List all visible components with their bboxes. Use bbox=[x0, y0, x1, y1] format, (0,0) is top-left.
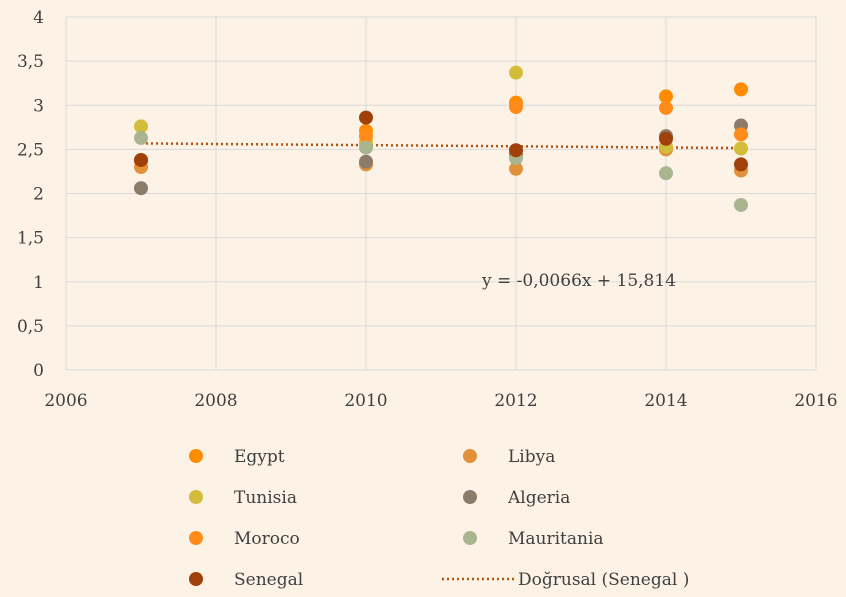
point-mauritania-0 bbox=[134, 130, 148, 145]
data-points bbox=[134, 65, 748, 212]
y-tick-label-6: 3 bbox=[33, 96, 44, 116]
point-senegal-3 bbox=[659, 131, 673, 146]
y-tick-label-8: 4 bbox=[33, 8, 44, 28]
legend-marker-egypt bbox=[189, 449, 203, 463]
point-moroco-3 bbox=[659, 100, 673, 115]
point-egypt-4 bbox=[734, 82, 748, 97]
y-tick-label-2: 1 bbox=[33, 273, 44, 293]
point-libya-2 bbox=[509, 161, 523, 176]
legend-label-tunisia: Tunisia bbox=[234, 488, 297, 508]
point-mauritania-3 bbox=[659, 166, 673, 181]
point-egypt-3 bbox=[659, 89, 673, 104]
point-moroco-4 bbox=[734, 127, 748, 142]
point-moroco-1 bbox=[359, 129, 373, 144]
x-tick-label-3: 2012 bbox=[494, 391, 537, 411]
x-axis-tick-labels: 2006 2008 2010 2012 2014 2016 bbox=[44, 391, 837, 411]
point-senegal-0 bbox=[134, 152, 148, 167]
point-mauritania-1 bbox=[359, 140, 373, 155]
legend-marker-algeria bbox=[463, 490, 477, 504]
grid-lines bbox=[65, 16, 817, 371]
point-moroco-2 bbox=[509, 100, 523, 115]
y-tick-label-4: 2 bbox=[33, 185, 44, 205]
trendline-equation: y = -0,0066x + 15,814 bbox=[481, 271, 676, 291]
legend-label-libya: Libya bbox=[508, 447, 555, 467]
x-tick-label-2: 2010 bbox=[344, 391, 387, 411]
trendline-group bbox=[140, 142, 742, 150]
legend-marker-mauritania bbox=[463, 531, 477, 545]
y-tick-label-3: 1,5 bbox=[17, 229, 44, 249]
point-senegal-4 bbox=[734, 157, 748, 172]
legend-marker-senegal bbox=[189, 572, 203, 586]
trendline-senegal bbox=[140, 142, 742, 150]
legend-marker-libya bbox=[463, 449, 477, 463]
x-tick-label-4: 2014 bbox=[644, 391, 687, 411]
point-algeria-1 bbox=[359, 154, 373, 169]
x-tick-label-1: 2008 bbox=[194, 391, 237, 411]
legend-label-mauritania: Mauritania bbox=[508, 529, 604, 549]
y-tick-label-1: 0,5 bbox=[17, 317, 44, 337]
point-mauritania-4 bbox=[734, 197, 748, 212]
y-tick-label-7: 3,5 bbox=[17, 52, 44, 72]
legend-label-egypt: Egypt bbox=[234, 447, 285, 467]
x-tick-label-5: 2016 bbox=[794, 391, 837, 411]
legend-label-trendline: Doğrusal (Senegal ) bbox=[518, 570, 689, 590]
point-algeria-0 bbox=[134, 181, 148, 196]
y-axis-tick-labels: 0 0,5 1 1,5 2 2,5 3 3,5 4 bbox=[17, 8, 44, 381]
y-tick-label-0: 0 bbox=[33, 361, 44, 381]
point-tunisia-2 bbox=[509, 65, 523, 80]
legend-label-senegal: Senegal bbox=[234, 570, 303, 590]
point-senegal-1 bbox=[359, 110, 373, 125]
legend-marker-moroco bbox=[189, 531, 203, 545]
point-senegal-2 bbox=[509, 143, 523, 158]
point-tunisia-4 bbox=[734, 141, 748, 156]
legend-label-algeria: Algeria bbox=[507, 488, 570, 508]
legend-label-moroco: Moroco bbox=[234, 529, 300, 549]
y-tick-label-5: 2,5 bbox=[17, 140, 44, 160]
point-tunisia-0 bbox=[134, 119, 148, 134]
legend-marker-tunisia bbox=[189, 490, 203, 504]
x-tick-label-0: 2006 bbox=[44, 391, 87, 411]
